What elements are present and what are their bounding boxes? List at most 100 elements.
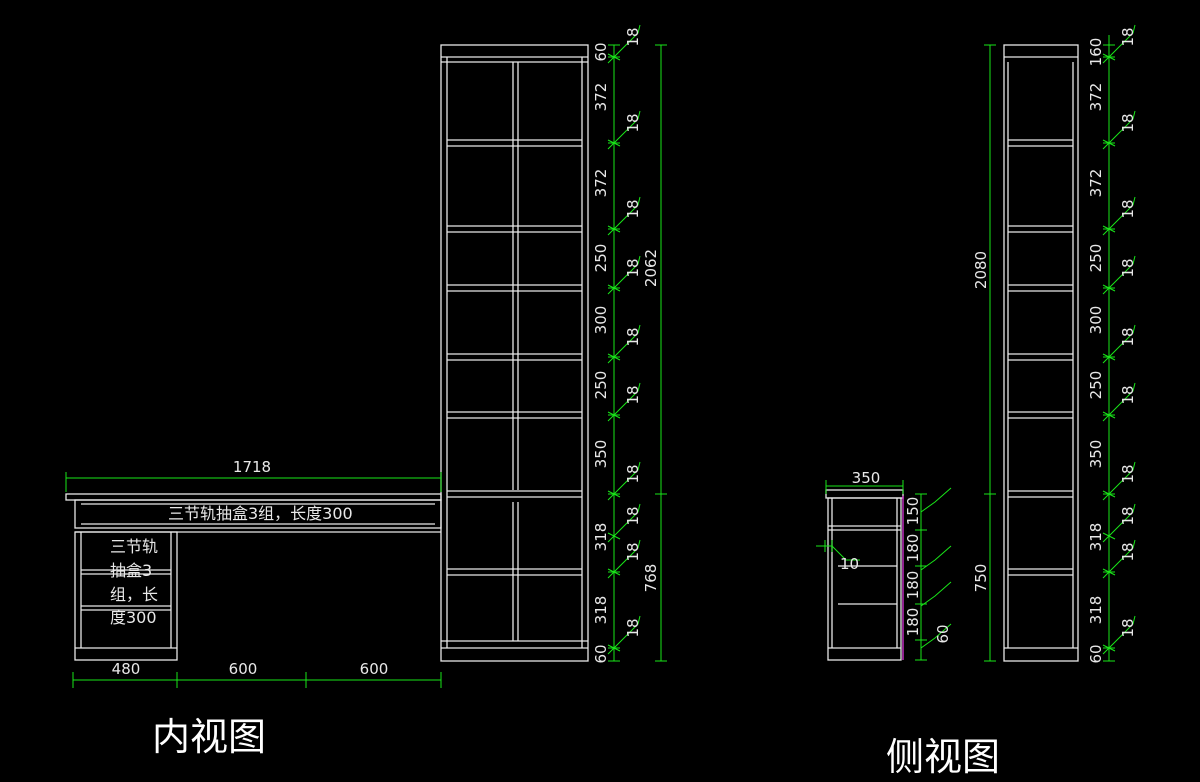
- front-thickness-leader-7: [607, 503, 641, 543]
- side-view-title: 侧视图: [886, 735, 1000, 779]
- front-thickness-leader-6: [607, 461, 641, 501]
- side-segment-9-label: 60: [1087, 644, 1105, 663]
- side-thickness-label-0: 18: [1119, 27, 1137, 46]
- side-thickness-leader-7: [1102, 503, 1136, 543]
- front-thickness-label-0: 18: [624, 27, 642, 46]
- front-thickness-label-4: 18: [624, 327, 642, 346]
- inset-leader: [816, 545, 860, 561]
- front-segment-2-label: 372: [592, 169, 610, 198]
- side-thickness-label-8: 18: [1119, 542, 1137, 561]
- front-thickness-leader-2-tick: [607, 225, 621, 233]
- side-thickness-leader-6-tick: [1102, 490, 1116, 498]
- front-segment-9-label: 60: [592, 644, 610, 663]
- front-segment-5-label: 250: [592, 371, 610, 400]
- front-thickness-label-7: 18: [624, 506, 642, 525]
- front-dimensions: [65, 24, 667, 688]
- side-drawer-height-4-label: 60: [934, 624, 952, 643]
- side-segment-4-label: 300: [1087, 306, 1105, 335]
- side-desk-top: [825, 489, 904, 499]
- side-thickness-leader-5-tick: [1102, 411, 1116, 419]
- side-drawer-ticks: [915, 487, 952, 661]
- side-view: [825, 44, 1079, 662]
- front-thickness-leader-5: [607, 382, 641, 422]
- front-thickness-label-9: 18: [624, 618, 642, 637]
- desk-drawer: [74, 499, 442, 529]
- front-thickness-leader-2: [607, 196, 641, 236]
- front-thickness-leader-0: [607, 24, 641, 64]
- side-drawer-leader-0: [920, 487, 952, 513]
- side-segment-2-label: 372: [1087, 169, 1105, 198]
- front-segment-4-label: 300: [592, 306, 610, 335]
- side-thickness-leader-1: [1102, 110, 1136, 150]
- side-pedestal: [827, 497, 902, 661]
- front-segment-8-label: 318: [592, 596, 610, 625]
- side-thickness-leader-2: [1102, 196, 1136, 236]
- side-thickness-leader-1-tick: [1102, 139, 1116, 147]
- side-drawer-height-3-label: 180: [904, 608, 922, 637]
- bookcase-outline: [440, 44, 589, 662]
- front-segment-7-label: 318: [592, 523, 610, 552]
- side-thickness-leader-9: [1102, 615, 1136, 655]
- front-segment-0-label: 60: [592, 42, 610, 61]
- front-thickness-leader-9: [607, 615, 641, 655]
- front-thickness-label-6: 18: [624, 464, 642, 483]
- side-thickness-leader-8-tick: [1102, 568, 1116, 576]
- desk-drawer-note: 三节轨抽盒3组，长度300: [168, 504, 353, 523]
- front-thickness-label-3: 18: [624, 258, 642, 277]
- pedestal-note-1: 三节轨: [110, 537, 158, 556]
- side-thickness-leader-5: [1102, 382, 1136, 422]
- side-thickness-label-2: 18: [1119, 199, 1137, 218]
- side-thickness-leader-8: [1102, 539, 1136, 579]
- side-segment-labels: 1603723722503002503503183186018181818181…: [1087, 27, 1137, 663]
- front-view: [65, 44, 589, 662]
- side-thickness-label-1: 18: [1119, 113, 1137, 132]
- side-thickness-label-5: 18: [1119, 385, 1137, 404]
- front-thickness-leader-8: [607, 539, 641, 579]
- front-thickness-leader-9-tick: [607, 644, 621, 652]
- side-drawer-height-0-label: 150: [904, 497, 922, 526]
- side-segment-1-label: 372: [1087, 83, 1105, 112]
- front-segment-6-label: 350: [592, 440, 610, 469]
- bookcase-shelves: [441, 56, 588, 649]
- side-segment-5-label: 250: [1087, 371, 1105, 400]
- front-thickness-leader-1-tick: [607, 139, 621, 147]
- front-thickness-leader-5-tick: [607, 411, 621, 419]
- side-thickness-leader-0: [1102, 24, 1136, 64]
- front-thickness-leader-3-tick: [607, 284, 621, 292]
- side-segment-3-label: 250: [1087, 244, 1105, 273]
- side-thickness-label-9: 18: [1119, 618, 1137, 637]
- front-segment-1-label: 372: [592, 83, 610, 112]
- front-thickness-label-5: 18: [624, 385, 642, 404]
- side-thickness-label-3: 18: [1119, 258, 1137, 277]
- side-thickness-leader-7-tick: [1102, 532, 1116, 540]
- front-segment-3-label: 250: [592, 244, 610, 273]
- desk-width-label: 1718: [233, 458, 271, 476]
- front-view-title: 内视图: [152, 715, 266, 759]
- side-inset-label: 10: [840, 555, 859, 573]
- side-drawer-leader-1: [920, 545, 952, 571]
- pedestal-note-4: 度300: [110, 608, 157, 627]
- side-thickness-label-4: 18: [1119, 327, 1137, 346]
- front-segment-ticks: [607, 24, 641, 662]
- side-drawer-height-1-label: 180: [904, 534, 922, 563]
- side-bookcase-outline: [1003, 44, 1079, 662]
- side-segment-ticks: [1102, 24, 1136, 662]
- side-thickness-leader-4: [1102, 324, 1136, 364]
- desk-pedestal: [74, 531, 178, 661]
- front-thickness-leader-4-tick: [607, 353, 621, 361]
- side-bookcase-shelves: [1004, 139, 1078, 649]
- front-thickness-leader-4: [607, 324, 641, 364]
- front-thickness-leader-6-tick: [607, 490, 621, 498]
- front-thickness-leader-8-tick: [607, 568, 621, 576]
- front-lower-height-label: 768: [642, 564, 660, 593]
- bottom-segment-3-label: 600: [360, 660, 389, 678]
- desk-top: [65, 493, 442, 501]
- front-segment-labels: 60 372 372 250 300 250 350 318 318 60 18 18 18 18 18 18…: [592, 27, 642, 663]
- side-dimensions: [816, 24, 1136, 662]
- side-thickness-leader-0-tick: [1102, 53, 1116, 61]
- side-thickness-leader-3: [1102, 255, 1136, 295]
- side-segment-8-label: 318: [1087, 596, 1105, 625]
- front-thickness-leader-0-tick: [607, 53, 621, 61]
